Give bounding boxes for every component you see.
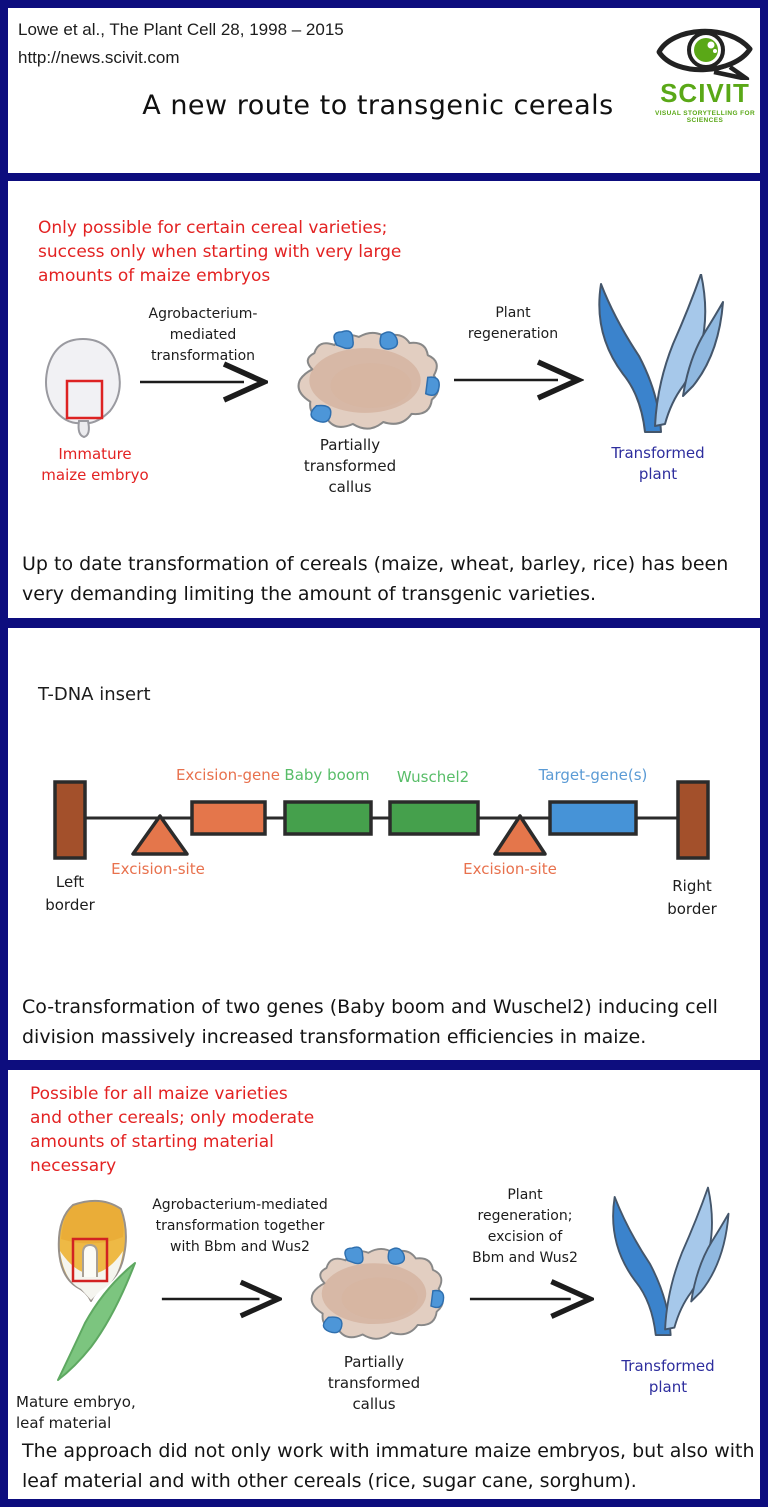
start-node-label: Mature embryo, leaf material [16, 1393, 136, 1432]
logo-wordmark: SCIVIT [660, 78, 750, 108]
tdna-panel: T-DNA insert Excision-gene Baby boom Wus… [8, 628, 760, 1060]
immature-maize-embryo-drawing [45, 337, 121, 439]
embryo-highlight-box [65, 379, 104, 420]
transformed-plant-drawing [612, 1186, 730, 1336]
mature-embryo-leaf-drawing [57, 1199, 136, 1381]
limitation-note: Only possible for certain cereal varieti… [38, 218, 402, 286]
source-url: http://news.scivit.com [18, 48, 180, 67]
header-panel: Lowe et al., The Plant Cell 28, 1998 – 2… [8, 8, 760, 173]
right-arrow-icon [454, 359, 584, 401]
target-genes-label: Target-gene(s) [538, 766, 648, 784]
new-method-panel: Possible for all maize varieties and oth… [8, 1070, 760, 1499]
embryo-highlight-box [71, 1237, 109, 1283]
excision-site-label: Excision-site [111, 860, 205, 878]
left-border-box [53, 780, 87, 860]
right-arrow-icon [469, 1279, 594, 1319]
end-node-label: Transformed plant [611, 444, 705, 483]
callus-node-label: Partially transformed callus [327, 1353, 421, 1413]
transformation-arrow-label: Agrobacterium-mediated transformation to… [152, 1197, 328, 1255]
transformation-arrow-label: Agrobacterium-mediated transformation [148, 306, 258, 364]
t-dna-construct-diagram [53, 780, 710, 860]
advantage-note: Possible for all maize varieties and oth… [30, 1084, 315, 1176]
panel1-summary-text: Up to date transformation of cereals (ma… [22, 553, 729, 605]
right-arrow-icon [140, 361, 268, 403]
wuschel2-label: Wuschel2 [396, 768, 470, 786]
partially-transformed-callus-drawing [297, 330, 440, 430]
transformed-plant-drawing [598, 274, 724, 433]
regeneration-arrow-label: Plant regeneration; excision of Bbm and … [472, 1187, 578, 1266]
start-node-label: Immature maize embryo [41, 445, 149, 484]
old-method-panel: Only possible for certain cereal varieti… [8, 181, 760, 618]
baby-boom-gene-box [283, 800, 373, 836]
partially-transformed-callus-drawing [310, 1246, 445, 1340]
excision-site-triangle [493, 814, 547, 856]
logo-tagline: VISUAL STORYTELLING FOR SCIENCES [654, 110, 756, 124]
page-title: A new route to transgenic cereals [142, 90, 614, 121]
right-border-label: Right border [667, 877, 717, 918]
target-gene-box [548, 800, 638, 836]
regeneration-arrow-label: Plant regeneration [467, 305, 559, 342]
excision-site-triangle [131, 814, 189, 856]
citation-line: Lowe et al., The Plant Cell 28, 1998 – 2… [18, 20, 344, 39]
panel3-summary-text: The approach did not only work with imma… [22, 1440, 755, 1492]
callus-node-label: Partially transformed callus [303, 436, 397, 496]
panel2-summary-text: Co-transformation of two genes (Baby boo… [22, 996, 718, 1048]
excision-gene-box [190, 800, 267, 836]
right-arrow-icon [161, 1279, 282, 1319]
wuschel2-gene-box [388, 800, 480, 836]
scivit-logo: SCIVIT VISUAL STORYTELLING FOR SCIENCES [650, 18, 760, 128]
excision-gene-label: Excision-gene [175, 766, 281, 784]
eye-speech-bubble-icon [656, 28, 753, 80]
left-border-label: Left border [45, 873, 95, 914]
excision-site-label: Excision-site [463, 860, 557, 878]
right-border-box [676, 780, 710, 860]
tdna-diagram-title: T-DNA insert [38, 684, 151, 705]
end-node-label: Transformed plant [621, 1357, 715, 1396]
baby-boom-label: Baby boom [284, 766, 370, 784]
